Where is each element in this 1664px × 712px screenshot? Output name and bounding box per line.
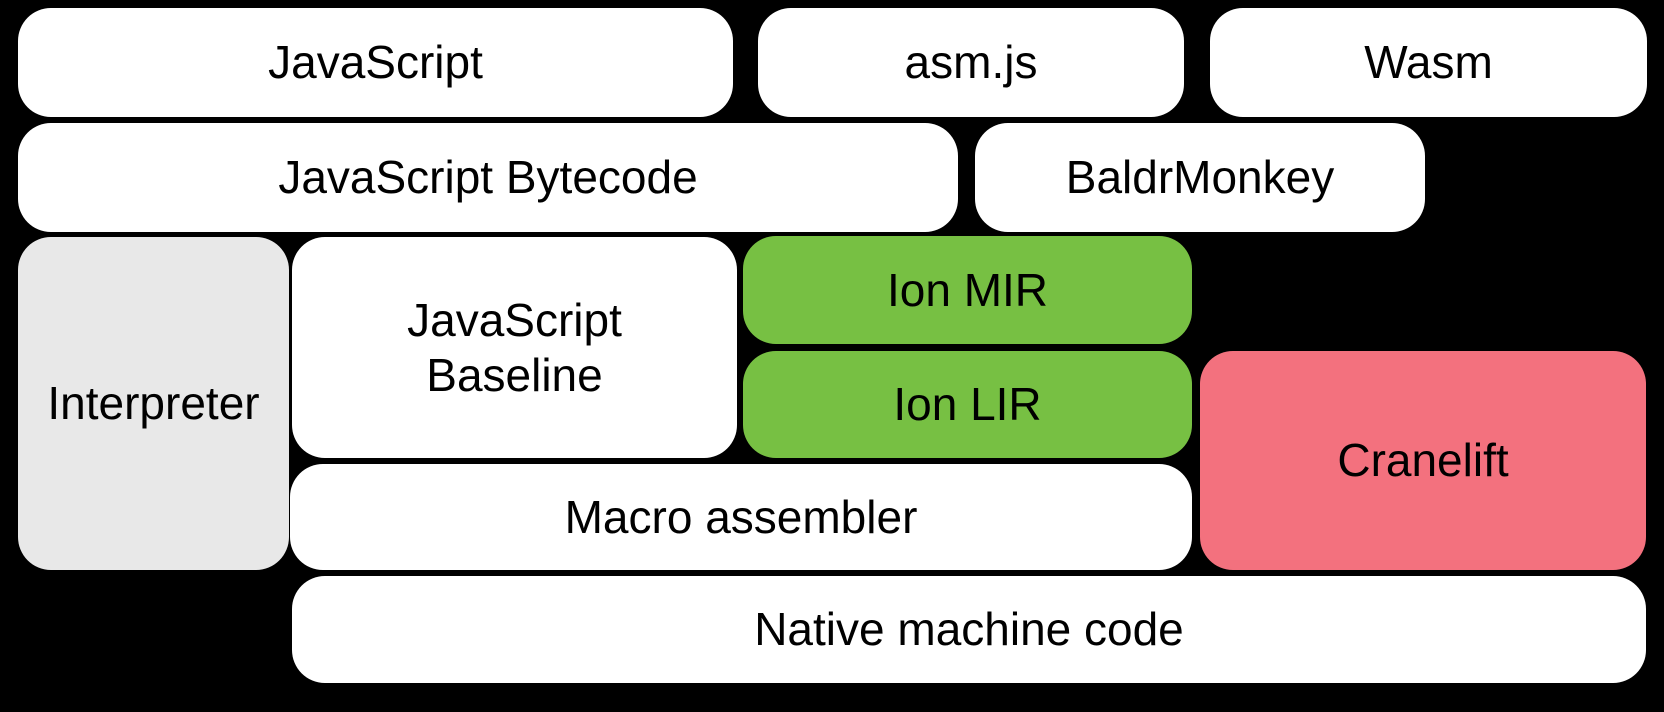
box-ion-mir: Ion MIR xyxy=(743,236,1192,344)
box-native-machine-code: Native machine code xyxy=(292,576,1646,683)
box-cranelift: Cranelift xyxy=(1200,351,1646,570)
box-javascript: JavaScript xyxy=(18,8,733,117)
box-interpreter: Interpreter xyxy=(18,237,289,570)
box-javascript-bytecode: JavaScript Bytecode xyxy=(18,123,958,232)
box-asmjs: asm.js xyxy=(758,8,1184,117)
box-wasm: Wasm xyxy=(1210,8,1647,117)
box-baldrmonkey: BaldrMonkey xyxy=(975,123,1425,232)
box-ion-lir: Ion LIR xyxy=(743,351,1192,458)
box-javascript-baseline: JavaScript Baseline xyxy=(292,237,737,458)
box-macro-assembler: Macro assembler xyxy=(290,464,1192,570)
